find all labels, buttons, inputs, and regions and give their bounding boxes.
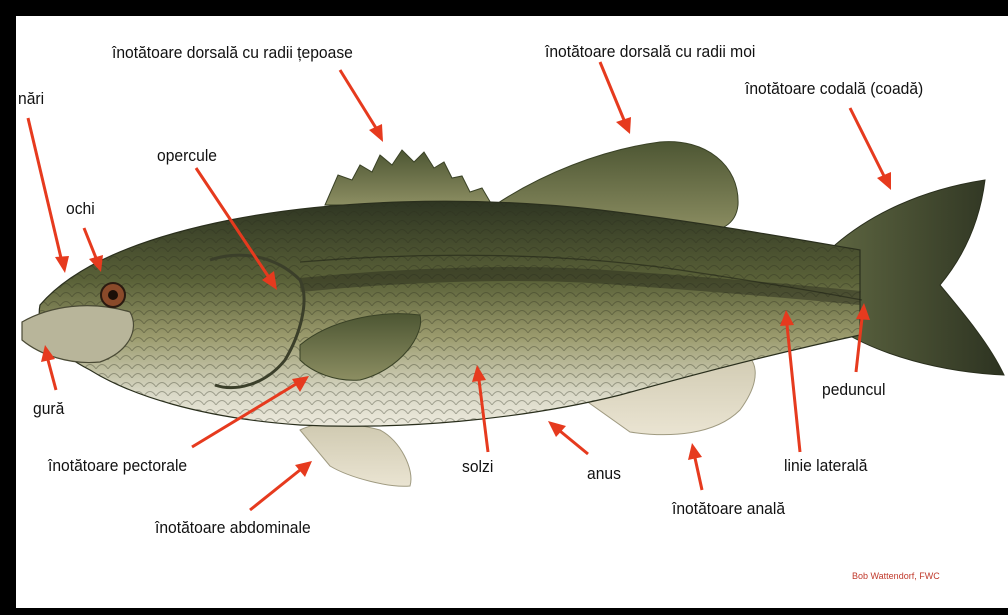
arrow-dorsal-soft — [600, 62, 631, 134]
fish-body-group — [22, 142, 1004, 487]
arrow-nostrils — [28, 118, 69, 273]
label-pelvic-fin: înotătoare abdominale — [155, 519, 311, 536]
arrow-anal — [688, 443, 702, 490]
arrow-pelvic — [250, 461, 312, 510]
label-lateral-line: linie laterală — [784, 457, 867, 474]
label-dorsal-spiny-fin: înotătoare dorsală cu radii țepoase — [112, 44, 353, 61]
label-pectoral-fin: înotătoare pectorale — [48, 457, 187, 474]
label-anus: anus — [587, 465, 621, 482]
arrow-caudal — [850, 108, 891, 190]
label-peduncle: peduncul — [822, 381, 885, 398]
mouth-shape — [22, 306, 133, 363]
label-caudal-fin: înotătoare codală (coadă) — [745, 80, 923, 97]
label-eye: ochi — [66, 200, 95, 217]
label-mouth: gură — [33, 400, 64, 417]
arrow-dorsal-spiny — [340, 70, 383, 142]
label-dorsal-soft-fin: înotătoare dorsală cu radii moi — [545, 43, 755, 60]
illustration-credit: Bob Wattendorf, FWC — [852, 571, 940, 581]
arrow-anus — [548, 421, 588, 454]
label-nostrils: nări — [18, 90, 44, 107]
spiny-dorsal-fin — [325, 150, 492, 205]
label-anal-fin: înotătoare anală — [672, 500, 785, 517]
pelvic-fin — [300, 423, 411, 486]
label-scales: solzi — [462, 458, 493, 475]
pupil-shape — [108, 290, 118, 300]
label-operculum: opercule — [157, 147, 217, 164]
